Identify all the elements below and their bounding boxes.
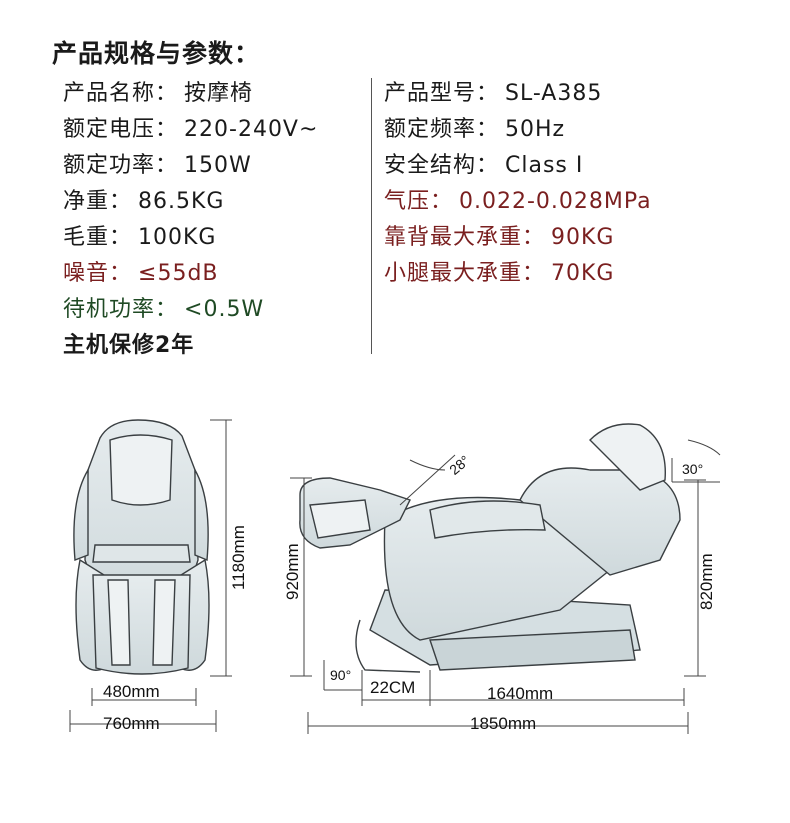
spec-label: 待机功率： xyxy=(63,297,179,322)
spec-row: 安全结构：Class Ⅰ xyxy=(384,148,652,184)
spec-label: 噪音： xyxy=(63,261,133,286)
clearance-label: 22CM xyxy=(370,678,415,697)
spec-row: 产品名称：按摩椅 xyxy=(63,76,318,112)
spec-value: 86.5KG xyxy=(138,189,225,214)
spec-label: 安全结构： xyxy=(384,153,500,178)
reclined-inner-length-label: 1640mm xyxy=(487,684,553,703)
inner-width-label: 480mm xyxy=(103,682,160,701)
front-dimension-lines xyxy=(69,419,232,732)
spec-value: ≤55dB xyxy=(138,261,219,286)
spec-label: 毛重： xyxy=(63,225,133,250)
front-height-label: 1180mm xyxy=(229,525,248,590)
spec-row: 毛重：100KG xyxy=(63,220,318,256)
angle-28-label: 28° xyxy=(446,452,473,478)
side-dimension-lines xyxy=(290,439,721,734)
side-height-left-label: 920mm xyxy=(283,543,302,600)
side-height-right-label: 820mm xyxy=(697,553,716,610)
spec-label: 气压： xyxy=(384,189,454,214)
spec-label: 额定功率： xyxy=(63,153,179,178)
side-view-chair xyxy=(299,423,681,673)
spec-label: 靠背最大承重： xyxy=(384,225,546,250)
right-spec-column: 产品型号：SL-A385 额定频率：50Hz 安全结构：Class Ⅰ 气压：0… xyxy=(384,76,652,292)
spec-row: 产品型号：SL-A385 xyxy=(384,76,652,112)
spec-value: SL-A385 xyxy=(505,81,603,106)
spec-value: 按摩椅 xyxy=(184,81,254,106)
outer-width-label: 760mm xyxy=(103,714,160,733)
spec-row: 净重：86.5KG xyxy=(63,184,318,220)
spec-label: 产品型号： xyxy=(384,81,500,106)
spec-row: 额定功率：150W xyxy=(63,148,318,184)
front-view-chair xyxy=(73,419,210,675)
spec-row: 额定频率：50Hz xyxy=(384,112,652,148)
spec-value: 70KG xyxy=(551,261,615,286)
spec-value: 0.022-0.028MPa xyxy=(459,189,652,214)
spec-label: 产品名称： xyxy=(63,81,179,106)
spec-title: 产品规格与参数： xyxy=(52,39,261,68)
left-spec-column: 产品名称：按摩椅 额定电压：220-240V~ 额定功率：150W 净重：86.… xyxy=(63,76,318,364)
reclined-total-length-label: 1850mm xyxy=(470,714,536,733)
spec-row: 待机功率：<0.5W xyxy=(63,292,318,328)
spec-label: 净重： xyxy=(63,189,133,214)
spec-row: 额定电压：220-240V~ xyxy=(63,112,318,148)
spec-value: 220-240V~ xyxy=(184,117,319,142)
angle-90-label: 90° xyxy=(330,667,351,683)
spec-label: 主机保修2年 xyxy=(63,333,195,358)
spec-value: 90KG xyxy=(551,225,615,250)
spec-value: Class Ⅰ xyxy=(505,153,584,178)
spec-value: <0.5W xyxy=(184,297,265,322)
spec-value: 50Hz xyxy=(505,117,566,142)
spec-row: 气压：0.022-0.028MPa xyxy=(384,184,652,220)
spec-label: 小腿最大承重： xyxy=(384,261,546,286)
spec-label: 额定电压： xyxy=(63,117,179,142)
spec-label: 额定频率： xyxy=(384,117,500,142)
warranty-note: 主机保修2年 xyxy=(63,328,318,364)
spec-row: 靠背最大承重：90KG xyxy=(384,220,652,256)
spec-row: 小腿最大承重：70KG xyxy=(384,256,652,292)
spec-row: 噪音：≤55dB xyxy=(63,256,318,292)
angle-30-label: 30° xyxy=(682,461,703,477)
spec-value: 100KG xyxy=(138,225,217,250)
column-divider xyxy=(371,78,372,354)
spec-value: 150W xyxy=(184,153,252,178)
